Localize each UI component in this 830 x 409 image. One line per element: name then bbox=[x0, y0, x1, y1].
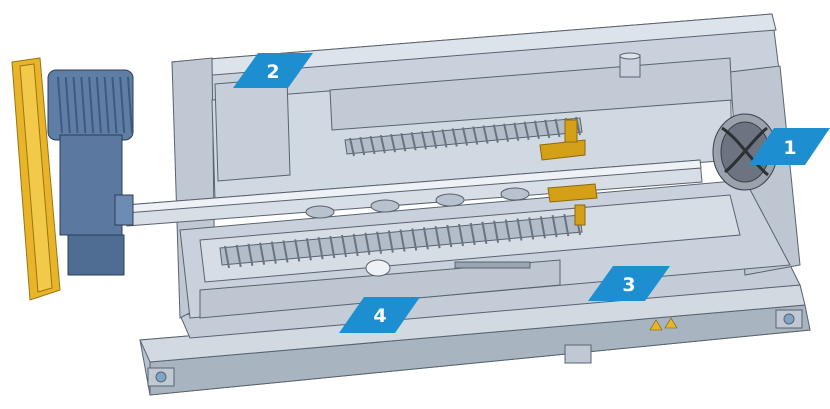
callout-label: 3 bbox=[622, 274, 635, 296]
bearing-blocks bbox=[539, 119, 598, 226]
lower-screw bbox=[219, 187, 583, 269]
upper-screw bbox=[344, 116, 583, 157]
motor-assembly bbox=[11, 57, 134, 301]
callout-2: 2 bbox=[233, 53, 313, 88]
warning-triangle-icon bbox=[664, 317, 678, 329]
callout-label: 1 bbox=[783, 137, 796, 159]
callout-1: 1 bbox=[749, 128, 830, 165]
callout-4: 4 bbox=[339, 297, 420, 333]
warning-signs bbox=[649, 317, 678, 331]
callout-3: 3 bbox=[588, 266, 670, 301]
drive-rotor bbox=[712, 113, 778, 191]
callout-label: 2 bbox=[266, 61, 279, 83]
callout-label: 4 bbox=[373, 305, 386, 327]
warning-triangle-icon bbox=[649, 319, 663, 331]
